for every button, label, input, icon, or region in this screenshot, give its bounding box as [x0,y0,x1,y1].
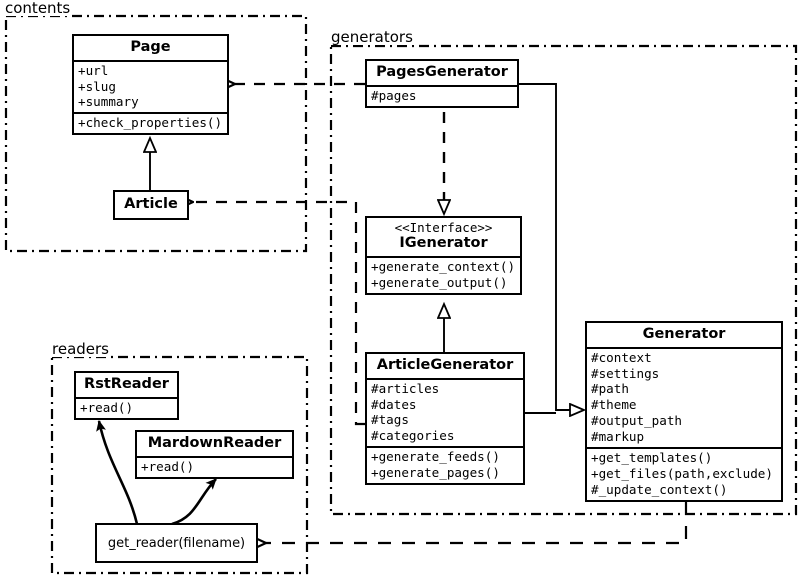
class-box-rstreader[interactable]: RstReader +read() [74,371,179,420]
class-title-mardownreader: MardownReader [147,435,282,451]
class-attribute: +url [78,62,109,78]
edge-generator-uses-getreader [266,502,688,543]
class-title-article: Article [124,196,178,212]
package-frame-contents [4,14,308,253]
class-operation: #_update_context() [591,481,728,497]
class-title-pagesgenerator: PagesGenerator [376,64,508,80]
class-box-article[interactable]: Article [113,190,189,220]
class-title-generator: Generator [642,326,726,342]
class-attribute: #theme [591,397,637,413]
class-attributes-page: +url +slug +summary [74,59,227,113]
edge-articlegenerator-uses-article [193,202,365,426]
class-operation: +check_properties() [78,115,223,131]
function-box-get-reader[interactable]: get_reader(filename) [95,523,258,563]
edge-getreader-returns-mdreader [171,478,217,526]
edge-pagesgenerator-inherits-generator [519,83,570,410]
class-operations-articlegenerator: +generate_feeds() +generate_pages() [367,446,523,483]
class-operation: +generate_pages() [371,465,500,481]
package-frame-readers [50,355,309,575]
edge-getreader-returns-rstreader [96,420,139,525]
class-title-articlegenerator: ArticleGenerator [376,357,514,373]
class-operations-generator: +get_templates() +get_files(path,exclude… [587,447,781,500]
class-box-articlegenerator[interactable]: ArticleGenerator #articles #dates #tags … [365,352,525,486]
class-attribute: +summary [78,94,139,110]
class-attribute: #dates [371,396,417,412]
class-box-mardownreader[interactable]: MardownReader +read() [135,430,294,479]
package-label-readers: readers [51,340,111,358]
class-attribute: #context [591,349,652,365]
package-label-contents: contents [4,0,73,17]
class-box-igenerator[interactable]: <<Interface>> IGenerator +generate_conte… [365,216,522,296]
class-operation: +get_templates() [591,450,713,466]
class-attribute: #output_path [591,413,682,429]
class-attribute: #markup [591,429,645,445]
class-attributes-pagesgenerator: #pages [367,84,517,106]
function-label-get-reader: get_reader(filename) [107,535,246,551]
class-operation: +generate_output() [371,275,508,291]
class-title-rstreader: RstReader [84,376,169,392]
class-operations-mardownreader: +read() [137,455,292,477]
class-attributes-articlegenerator: #articles #dates #tags #categories [367,377,523,447]
class-operation: +read() [141,458,195,474]
class-operation: +generate_feeds() [371,449,500,465]
class-attribute: +slug [78,78,116,94]
class-operation: +generate_context() [371,259,516,275]
package-frame-generators [329,44,798,516]
class-operation: +read() [80,399,134,415]
class-box-pagesgenerator[interactable]: PagesGenerator #pages [365,59,519,108]
class-operations-igenerator: +generate_context() +generate_output() [367,256,520,293]
package-label-generators: generators [330,28,415,46]
class-operations-rstreader: +read() [76,396,177,418]
class-attribute: #path [591,381,629,397]
class-operations-page: +check_properties() [74,112,227,133]
class-title-igenerator: IGenerator [399,234,488,251]
class-attributes-generator: #context #settings #path #theme #output_… [587,346,781,447]
class-attribute: #tags [371,412,409,428]
class-attribute: #articles [371,380,440,396]
class-box-page[interactable]: Page +url +slug +summary +check_properti… [72,34,229,136]
class-stereotype-igenerator: <<Interface>> [394,220,493,235]
class-attribute: #settings [591,365,660,381]
class-operation: +get_files(path,exclude) [591,466,773,482]
class-attribute: #categories [371,428,455,444]
class-box-generator[interactable]: Generator #context #settings #path #them… [585,321,783,502]
class-attribute: #pages [371,87,417,103]
class-title-page: Page [130,39,171,55]
